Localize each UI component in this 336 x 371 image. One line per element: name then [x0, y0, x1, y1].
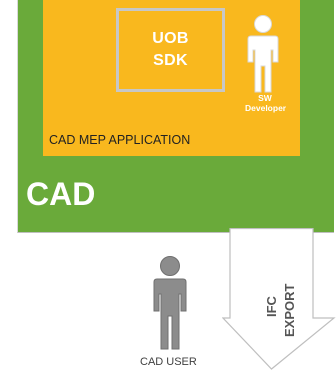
sdk-label-line1: UOB [152, 30, 189, 47]
cad-user-label: CAD USER [140, 356, 197, 368]
application-label: CAD MEP APPLICATION [49, 133, 191, 147]
developer-label: SW Developer [245, 93, 287, 113]
ifc-export-label: IFC EXPORT [252, 265, 312, 341]
export-arrow-icon [222, 228, 336, 370]
uob-sdk-box: UOB SDK [116, 8, 225, 92]
developer-label-line2: Developer [245, 103, 287, 113]
developer-label-line1: SW [258, 93, 272, 103]
sdk-label-line2: SDK [153, 52, 188, 69]
export-label-line2: EXPORT [282, 283, 297, 337]
user-person-icon [153, 256, 187, 350]
export-label-line1: IFC [264, 296, 279, 317]
developer-person-icon [247, 15, 279, 93]
cad-label: CAD [26, 176, 96, 212]
